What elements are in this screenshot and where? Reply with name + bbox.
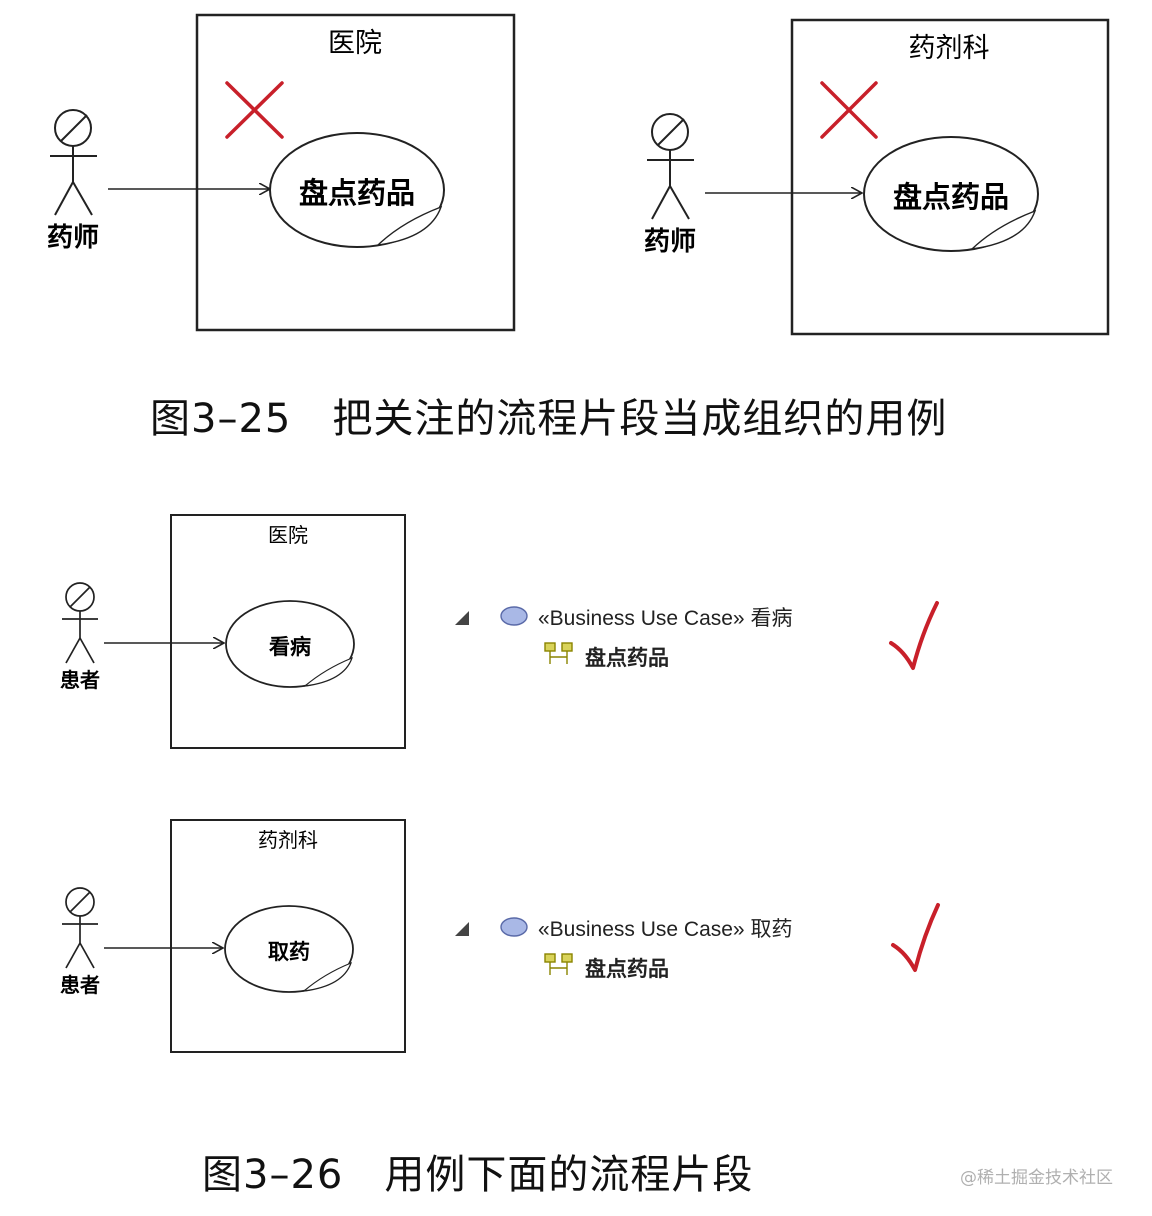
figure-3-26-caption: 图3–26 用例下面的流程片段 — [202, 1152, 754, 1198]
fig26-row1-boundary-title: 医院 — [268, 523, 308, 547]
tree-item-activity-2[interactable]: 盘点药品 — [585, 958, 669, 981]
tree-expand-triangle-icon[interactable] — [455, 611, 469, 625]
fig25-right-use-case: 盘点药品 — [863, 136, 1039, 252]
actor-icon — [62, 887, 98, 969]
activity-diagram-icon — [544, 642, 573, 664]
fig26-row2-boundary — [170, 819, 406, 1053]
activity-diagram-icon — [544, 953, 573, 975]
fig26-row1-boundary — [170, 514, 406, 749]
fig25-left-group: 医院 药师 盘点药品 — [47, 13, 516, 332]
actor-icon — [62, 582, 98, 664]
figure-3-25-caption: 图3–25 把关注的流程片段当成组织的用例 — [150, 396, 948, 442]
cross-mark-icon — [820, 81, 878, 139]
watermark: @稀土掘金技术社区 — [960, 1168, 1113, 1188]
fig26-row2-actor-name: 患者 — [60, 973, 100, 997]
fig25-right-boundary — [790, 18, 1110, 336]
fig25-left-usecase-label: 盘点药品 — [299, 176, 415, 210]
fig26-row2-group: 药剂科 患者 取药 — [60, 819, 940, 1053]
actor-icon — [647, 113, 694, 220]
fig25-right-actor-name: 药师 — [644, 227, 696, 257]
tree-expand-triangle-icon[interactable] — [455, 922, 469, 936]
fig25-right-group: 药剂科 药师 盘点药品 — [644, 18, 1110, 336]
fig25-left-actor-name: 药师 — [47, 223, 99, 253]
tree-item-business-use-case-1[interactable]: «Business Use Case» 看病 — [538, 607, 793, 630]
fig25-right-usecase-label: 盘点药品 — [893, 180, 1009, 214]
fig25-left-boundary — [195, 13, 516, 332]
actor-icon — [50, 109, 97, 216]
fig26-row2-boundary-title: 药剂科 — [258, 828, 318, 852]
fig26-row2-use-case: 取药 — [224, 905, 354, 993]
business-use-case-icon — [500, 606, 528, 626]
fig26-row1-usecase-label: 看病 — [269, 635, 311, 659]
fig25-left-use-case: 盘点药品 — [269, 132, 445, 248]
fig26-row2-usecase-label: 取药 — [268, 940, 310, 964]
tree-item-business-use-case-2[interactable]: «Business Use Case» 取药 — [538, 918, 793, 941]
fig26-row1-actor-name: 患者 — [60, 668, 100, 692]
fig25-left-boundary-title: 医院 — [328, 28, 382, 59]
fig26-row1-group: 医院 患者 看病 — [60, 514, 939, 749]
fig26-row1-use-case: 看病 — [225, 600, 355, 688]
tree-item-activity-1[interactable]: 盘点药品 — [585, 647, 669, 670]
fig25-right-boundary-title: 药剂科 — [909, 33, 990, 64]
cross-mark-icon — [225, 81, 284, 139]
check-mark-icon — [889, 601, 939, 670]
business-use-case-icon — [500, 917, 528, 937]
check-mark-icon — [891, 903, 940, 972]
